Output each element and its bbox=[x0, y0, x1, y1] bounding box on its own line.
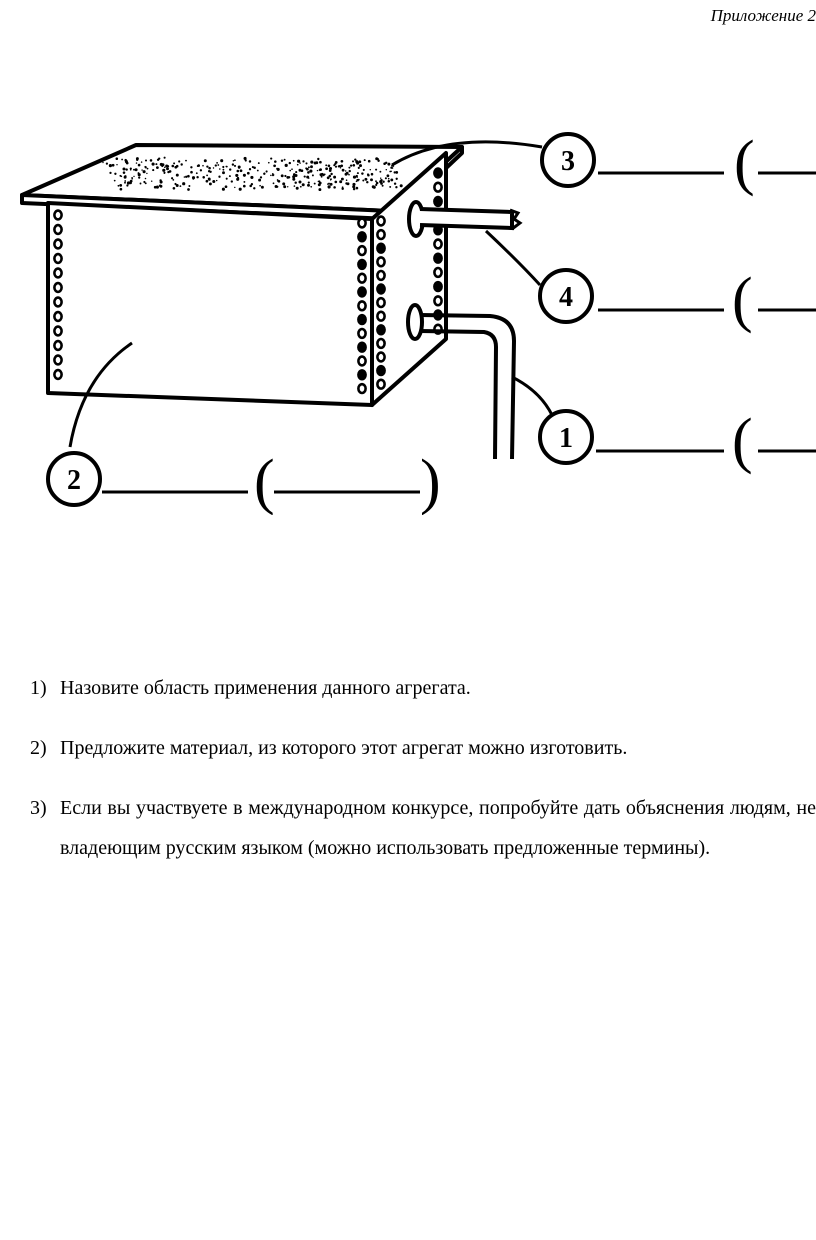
question-number: 3) bbox=[30, 797, 47, 819]
lid-speckle-texture bbox=[102, 156, 403, 192]
answer-blank-lines bbox=[102, 171, 816, 494]
question-item: 2) Предложите материал, из которого этот… bbox=[30, 728, 816, 768]
appendix-label: Приложение 2 bbox=[710, 6, 816, 25]
apparatus-drawing: 3 4 1 2 ( ( ( ( ) bbox=[20, 129, 816, 515]
question-text: Предложите материал, из которого этот аг… bbox=[60, 737, 628, 759]
callout-number-1: 1 bbox=[559, 423, 573, 454]
answer-bracket-open-1: ( bbox=[732, 407, 753, 475]
answer-bracket-open-2: ( bbox=[254, 448, 275, 515]
leader-lines bbox=[68, 140, 554, 448]
answer-bracket-close-2: ) bbox=[420, 448, 441, 515]
question-item: 1) Назовите область применения данного а… bbox=[30, 668, 816, 708]
callout-circles bbox=[46, 132, 596, 507]
callout-number-3: 3 bbox=[561, 146, 575, 177]
question-list: 1) Назовите область применения данного а… bbox=[30, 668, 816, 888]
question-item: 3) Если вы участвуете в международном ко… bbox=[30, 788, 816, 868]
callout-number-2: 2 bbox=[67, 465, 81, 496]
question-text: Если вы участвуете в международном конку… bbox=[60, 797, 816, 859]
question-number: 1) bbox=[30, 677, 47, 699]
question-number: 2) bbox=[30, 737, 47, 759]
answer-bracket-open-3: ( bbox=[734, 129, 755, 197]
apparatus-figure: 3 4 1 2 ( ( ( ( ) bbox=[0, 115, 816, 515]
upper-pipe bbox=[407, 200, 523, 238]
answer-bracket-open-4: ( bbox=[732, 266, 753, 334]
question-text: Назовите область применения данного агре… bbox=[60, 677, 471, 699]
lower-pipe bbox=[406, 303, 517, 460]
callout-number-4: 4 bbox=[559, 282, 573, 313]
tank-rivets bbox=[53, 167, 443, 395]
